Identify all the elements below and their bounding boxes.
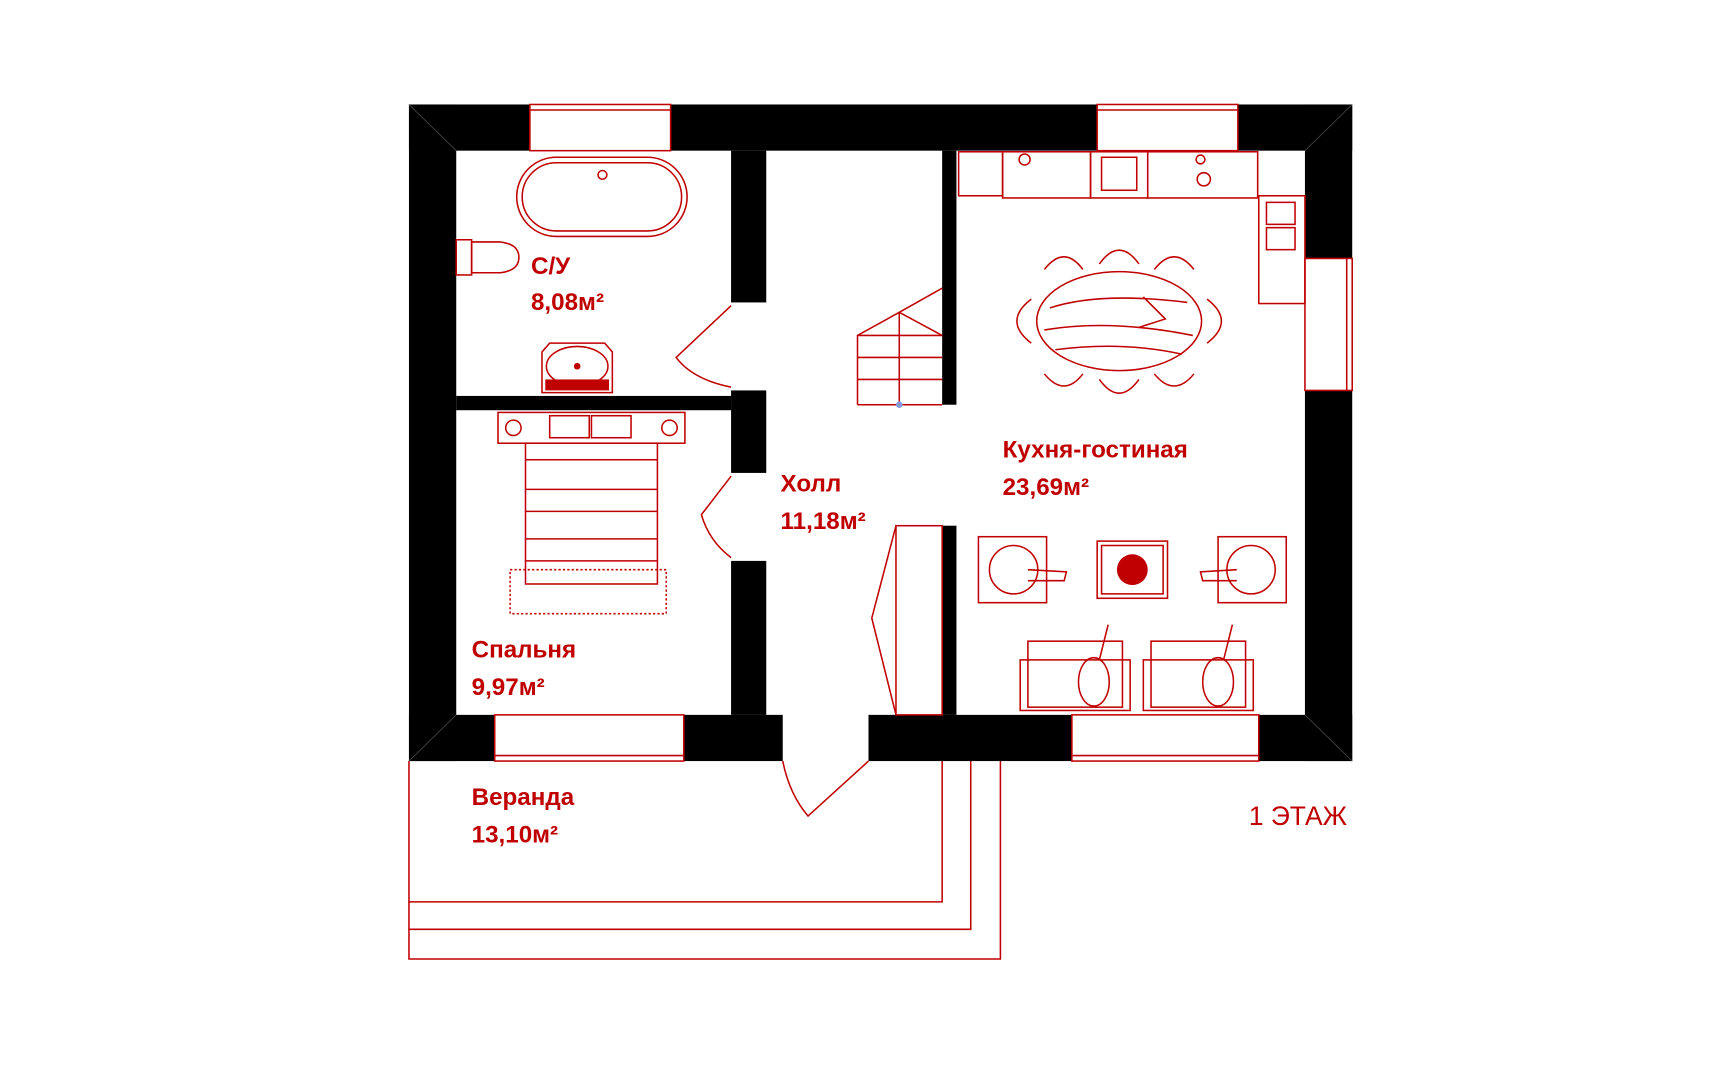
sofa-right [1142,624,1255,712]
kitchen-counter [957,151,1306,305]
bathtub [515,156,688,238]
window-kitchen-right [1304,257,1353,392]
room-area-veranda: 13,10м² [472,821,558,848]
dining-table [1016,249,1223,394]
room-area-hall: 11,18м² [781,508,866,535]
coffee-table [1096,540,1169,600]
corner-marks [408,104,1353,762]
room-area-kitchen-living: 23,69м² [1003,474,1089,501]
door-bedroom [700,475,732,559]
closet [870,524,943,716]
window-living [1071,714,1260,762]
stairs [856,287,943,409]
bed [497,411,686,615]
window-bedroom [493,714,685,762]
sofa-left [1019,624,1131,712]
room-area-bathroom: 8,08м² [531,289,604,316]
room-name-veranda: Веранда [472,784,575,811]
toilet [455,238,520,276]
armchair-left [977,535,1068,604]
window-bathroom [529,103,672,152]
interior-walls [456,150,957,715]
floor-label: 1 ЭТАЖ [1249,801,1347,831]
room-name-hall: Холл [781,471,842,498]
door-entrance [781,760,870,818]
window-kitchen-top [1096,103,1239,152]
room-name-bathroom: С/У [531,253,571,280]
sink [541,342,614,394]
armchair-right [1199,535,1288,604]
room-area-bedroom: 9,97м² [472,674,545,701]
room-name-bedroom: Спальня [472,637,576,664]
chairs [1016,249,1223,394]
room-name-kitchen-living: Кухня-гостиная [1003,437,1188,464]
door-bathroom [675,305,732,388]
veranda-outline [408,761,1002,960]
